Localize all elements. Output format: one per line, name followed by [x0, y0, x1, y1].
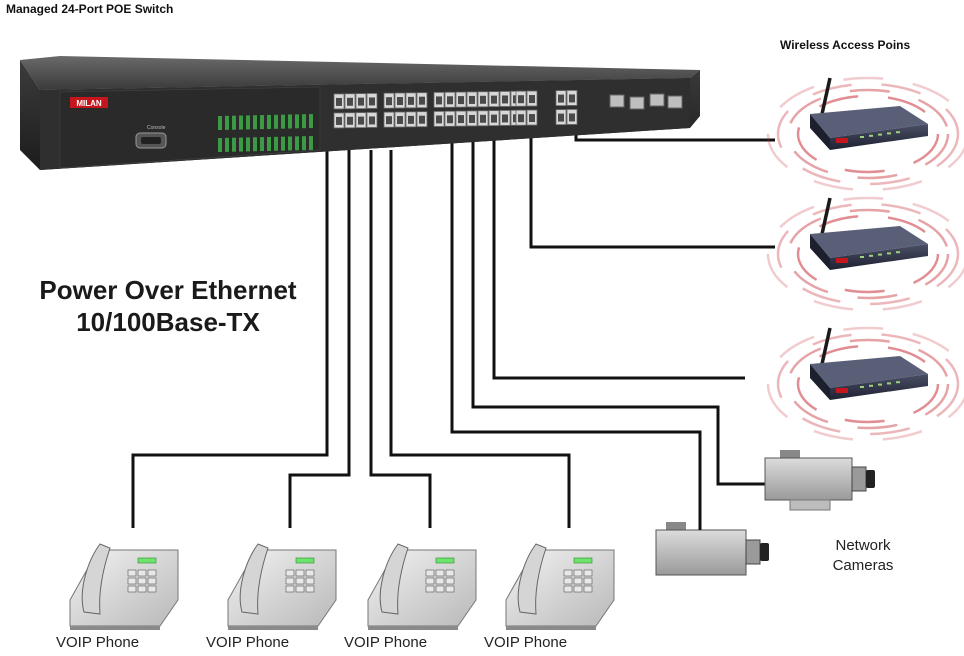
status-led [288, 114, 292, 129]
status-led [239, 115, 243, 130]
status-led [267, 136, 271, 151]
cable-phone-2 [288, 150, 351, 528]
led-bank [218, 114, 313, 152]
status-led [246, 137, 250, 152]
status-led [225, 115, 229, 130]
status-led [309, 136, 313, 151]
status-led [253, 137, 257, 152]
access-point-3 [766, 326, 964, 442]
voip-phone-3 [367, 543, 477, 630]
cable-ap-2 [529, 130, 775, 249]
headline: Power Over Ethernet 10/100Base-TX [22, 274, 314, 338]
cable-ap-3 [492, 140, 745, 380]
cable-phone-4 [389, 150, 571, 528]
status-led [253, 115, 257, 130]
cameras-label-line2: Cameras [832, 557, 894, 574]
wifi-signal-arc [766, 326, 964, 442]
wifi-signal-arc [766, 76, 964, 192]
antenna-icon [820, 327, 832, 365]
network-camera-2 [764, 450, 875, 511]
status-led [295, 114, 299, 129]
status-led [225, 137, 229, 152]
cameras-label-line1: Network [835, 537, 891, 554]
wifi-signal-arc [766, 196, 964, 312]
wifi-signal-arc [776, 332, 960, 436]
status-led [260, 137, 264, 152]
console-label: Console [147, 125, 166, 131]
handset-icon [81, 543, 111, 615]
phone-label-4: VOIP Phone [484, 634, 568, 651]
phone-label-2: VOIP Phone [206, 634, 290, 651]
cable-phone-1 [131, 150, 329, 528]
handset-icon [239, 543, 269, 615]
status-led [246, 115, 250, 130]
access-point-2 [766, 196, 964, 312]
page-title: Managed 24-Port POE Switch [6, 2, 174, 16]
wifi-signal-arc [786, 338, 950, 430]
wifi-signal-arc [786, 88, 950, 180]
status-led [288, 136, 292, 151]
status-led [274, 136, 278, 151]
wifi-signal-arc [776, 202, 960, 306]
brand-badge [70, 97, 108, 108]
voip-phones [69, 543, 615, 630]
headline-line1: Power Over Ethernet [39, 275, 297, 305]
access-point-1 [766, 76, 964, 192]
headline-line2: 10/100Base-TX [76, 307, 260, 337]
cameras-label: Network Cameras [818, 536, 908, 576]
wifi-signal-arc [796, 344, 940, 424]
status-led [267, 114, 271, 129]
wifi-signal-arc [796, 214, 940, 294]
status-led [218, 138, 222, 152]
network-camera-1 [655, 505, 769, 576]
handset-icon [517, 543, 547, 615]
poe-switch: MILAN Console [20, 56, 700, 170]
status-led [232, 115, 236, 130]
handset-icon [379, 543, 409, 615]
antenna-icon [820, 77, 832, 115]
cable-camera-2 [471, 140, 765, 486]
phone-label-3: VOIP Phone [344, 634, 428, 651]
status-led [309, 114, 313, 129]
status-led [232, 137, 236, 152]
voip-phone-2 [227, 543, 337, 630]
status-led [295, 136, 299, 151]
status-led [281, 114, 285, 129]
cables [131, 130, 775, 528]
phone-label-1: VOIP Phone [56, 634, 140, 651]
uplink-ports [609, 93, 683, 110]
wireless-access-points [766, 76, 964, 442]
wifi-signal-arc [776, 82, 960, 186]
wifi-signal-arc [786, 208, 950, 300]
brand-text: MILAN [76, 99, 102, 108]
status-led [302, 114, 306, 129]
voip-phone-1 [69, 543, 179, 630]
wifi-signal-arc [796, 94, 940, 174]
wap-heading: Wireless Access Poins [780, 38, 911, 52]
rj45-port-array [333, 90, 578, 129]
status-led [274, 114, 278, 129]
cable-camera-1 [450, 140, 702, 505]
status-led [218, 116, 222, 130]
voip-phone-4 [505, 543, 615, 630]
antenna-icon [820, 197, 832, 235]
status-led [281, 136, 285, 151]
status-led [260, 115, 264, 130]
cable-phone-3 [369, 150, 432, 528]
status-led [302, 136, 306, 151]
status-led [239, 137, 243, 152]
